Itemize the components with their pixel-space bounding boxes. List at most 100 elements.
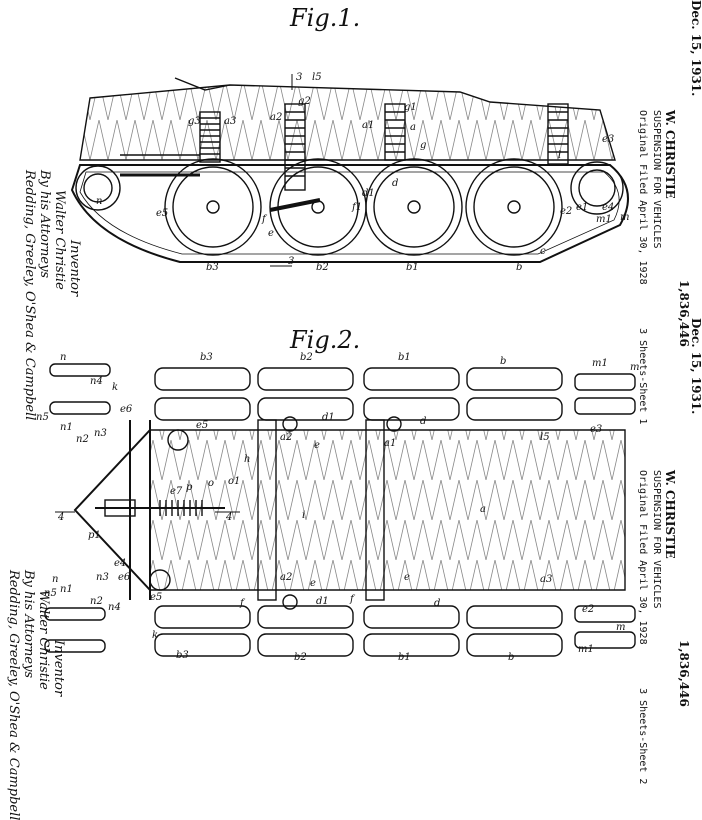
fig2-ref-label: e3 (590, 424, 602, 435)
fig2-ref-label: d (434, 598, 440, 609)
fig1-ref-label: e1 (576, 202, 588, 213)
fig1-ref-label: e3 (602, 134, 614, 145)
fig1-sprocket-m (570, 161, 624, 215)
fig2-ref-label: m (616, 622, 625, 633)
fig1-ref-label: 3 (296, 72, 302, 83)
fig1-hull (79, 84, 616, 161)
fig2-ref-label: n5 (36, 412, 49, 423)
fig1-idler-n (75, 165, 121, 211)
fig2-ref-label: e7 (170, 486, 183, 497)
fig2-ref-label: m1 (592, 358, 608, 369)
fig2-ref-label: m1 (578, 644, 594, 655)
fig2-ref-label: m (630, 362, 639, 373)
fig2-ref-label: e (314, 440, 320, 451)
fig2-title: Fig.2. (290, 326, 361, 354)
fig2-top-wheels (49, 363, 636, 421)
fig2-ref-label: f (239, 598, 246, 609)
fig2-ref-label: 4 (57, 512, 64, 523)
fig1-ref-label: 3 (288, 256, 294, 267)
fig1-ref-label: b3 (206, 262, 219, 273)
fig2-ref-label: n4 (108, 602, 121, 613)
fig1-ref-label: a3 (224, 116, 236, 127)
fig2-ref-label: d (420, 416, 426, 427)
fig1-ref-label: m (620, 212, 629, 223)
fig2-ref-label: b2 (294, 652, 307, 663)
fig2-ref-label: h (244, 454, 250, 465)
fig2-ref-label: e4 (114, 558, 126, 569)
fig2-ref-label: p1 (88, 530, 101, 541)
fig2-ref-label: a (480, 504, 486, 515)
fig2-ref-label: o1 (228, 476, 240, 487)
fig2-ref-label: n1 (60, 422, 73, 433)
fig2-ref-label: a2 (280, 432, 292, 443)
fig2-ref-label: b3 (176, 650, 189, 661)
fig2-ref-label: e (404, 572, 410, 583)
fig2-ref-label: n1 (60, 584, 73, 595)
fig2-drawing (44, 363, 636, 657)
fig2-bottom-wheels (44, 605, 636, 657)
fig2-ref-label: e5 (196, 420, 208, 431)
fig1-ref-label: b1 (406, 262, 419, 273)
fig2-ref-label: p (186, 482, 193, 493)
fig2-ref-label: b1 (398, 652, 411, 663)
fig1-ref-label: l5 (312, 72, 322, 83)
fig2-ref-label: e5 (150, 592, 162, 603)
fig1-ref-label: f (261, 214, 268, 225)
fig2-ref-label: n3 (96, 572, 109, 583)
fig1-ref-label: e5 (156, 208, 168, 219)
fig1-ref-label: a (410, 122, 416, 133)
fig2-ref-label: n2 (76, 434, 89, 445)
fig2-ref-label: a2 (280, 572, 292, 583)
fig1-ref-label: d (392, 178, 398, 189)
fig1-ref-label: n (96, 196, 102, 207)
fig2-ref-label: n2 (90, 596, 103, 607)
fig2-ref-label: b (500, 356, 506, 367)
fig1-title: Fig.1. (290, 4, 361, 32)
fig1-ref-label: e4 (602, 202, 614, 213)
fig2-ref-label: n (52, 574, 58, 585)
fig1-ref-label: b (516, 262, 522, 273)
fig2-ref-label: b3 (200, 352, 213, 363)
fig1-ref-label: m1 (596, 214, 612, 225)
fig1-ref-label: g (420, 140, 426, 151)
fig1-wheel-b1 (365, 158, 463, 256)
fig2-ref-label: d1 (322, 412, 335, 423)
fig1-ref-label: c (540, 246, 546, 257)
fig2-ref-label: i (302, 510, 305, 521)
fig1-spring-4 (547, 103, 569, 165)
fig2-ref-label: l5 (540, 432, 550, 443)
fig2-ref-label: 4 (225, 512, 232, 523)
fig2-ref-label: b2 (300, 352, 313, 363)
fig1-drawing (70, 74, 629, 267)
fig1-track (70, 164, 629, 263)
fig1-ref-label: b2 (316, 262, 329, 273)
fig2-ref-label: k (112, 382, 118, 393)
fig2-ref-label: e2 (582, 604, 594, 615)
fig2-ref-label: a1 (384, 438, 396, 449)
fig1-ref-label: g1 (404, 102, 417, 113)
fig2-ref-label: o (208, 478, 214, 489)
fig1-spring-1 (199, 111, 221, 163)
fig2-chassis (149, 429, 626, 591)
fig2-ref-label: e6 (118, 572, 131, 583)
fig2-ref-label: n (60, 352, 66, 363)
fig1-ref-label: g2 (298, 96, 311, 107)
fig1-ref-label: l (558, 150, 561, 161)
fig2-ref-label: e6 (120, 404, 133, 415)
fig1-ref-label: a2 (270, 112, 282, 123)
fig2-ref-label: d1 (316, 596, 329, 607)
fig2-ref-label: e (310, 578, 316, 589)
fig2-front-frame (73, 429, 151, 591)
fig2-ref-label: k (152, 630, 158, 641)
fig1-wheel-b3 (164, 158, 262, 256)
fig1-spring-2 (284, 103, 306, 191)
fig1-ref-label: a1 (362, 120, 374, 131)
fig1-ref-label: f1 (351, 202, 362, 213)
fig1-wheel-b (465, 158, 563, 256)
fig2-ref-label: a3 (540, 574, 552, 585)
fig1-ref-label: g3 (188, 116, 201, 127)
fig2-spring-p (95, 499, 225, 517)
